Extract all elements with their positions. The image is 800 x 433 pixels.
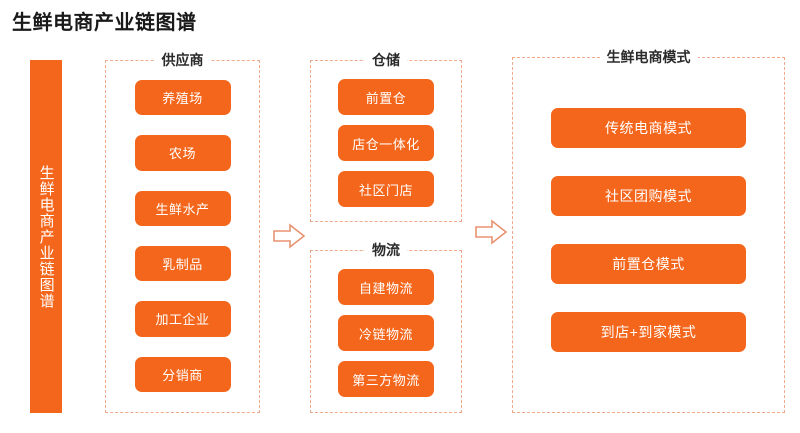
list-item[interactable]: 生鲜水产	[134, 190, 231, 226]
list-item[interactable]: 农场	[134, 135, 231, 171]
panel-supplier-title: 供应商	[154, 50, 211, 70]
panel-ecommerce-modes-title: 生鲜电商模式	[599, 47, 698, 67]
panel-logistics: 物流 自建物流 冷链物流 第三方物流	[310, 240, 462, 413]
panel-logistics-title: 物流	[365, 240, 407, 260]
panel-logistics-body: 自建物流 冷链物流 第三方物流	[311, 251, 461, 412]
vertical-title-banner-label: 生鲜电商产业链图谱	[37, 164, 55, 309]
panel-warehouse: 仓储 前置仓 店仓一体化 社区门店	[310, 50, 462, 222]
list-item[interactable]: 前置仓模式	[551, 244, 746, 284]
panel-ecommerce-modes-body: 传统电商模式 社区团购模式 前置仓模式 到店+到家模式	[513, 58, 784, 412]
arrow-right-icon	[273, 223, 306, 249]
list-item[interactable]: 社区团购模式	[551, 176, 746, 216]
page-title: 生鲜电商产业链图谱	[12, 12, 197, 34]
list-item[interactable]: 加工企业	[134, 301, 231, 337]
panel-supplier-body: 养殖场 农场 生鲜水产 乳制品 加工企业 分销商	[106, 61, 259, 412]
panel-warehouse-body: 前置仓 店仓一体化 社区门店	[311, 61, 461, 221]
panel-ecommerce-modes: 生鲜电商模式 传统电商模式 社区团购模式 前置仓模式 到店+到家模式	[512, 47, 785, 413]
list-item[interactable]: 到店+到家模式	[551, 312, 746, 352]
panel-supplier: 供应商 养殖场 农场 生鲜水产 乳制品 加工企业 分销商	[105, 50, 260, 413]
panel-warehouse-title: 仓储	[365, 50, 407, 70]
list-item[interactable]: 前置仓	[338, 79, 434, 115]
list-item[interactable]: 传统电商模式	[551, 108, 746, 148]
arrow-right-icon	[475, 219, 508, 245]
list-item[interactable]: 分销商	[134, 356, 231, 392]
list-item[interactable]: 养殖场	[134, 80, 231, 116]
list-item[interactable]: 乳制品	[134, 245, 231, 282]
list-item[interactable]: 社区门店	[338, 171, 434, 207]
vertical-title-banner: 生鲜电商产业链图谱	[30, 60, 62, 413]
list-item[interactable]: 第三方物流	[338, 361, 434, 397]
list-item[interactable]: 自建物流	[338, 269, 434, 305]
list-item[interactable]: 店仓一体化	[338, 125, 434, 161]
list-item[interactable]: 冷链物流	[338, 315, 434, 351]
